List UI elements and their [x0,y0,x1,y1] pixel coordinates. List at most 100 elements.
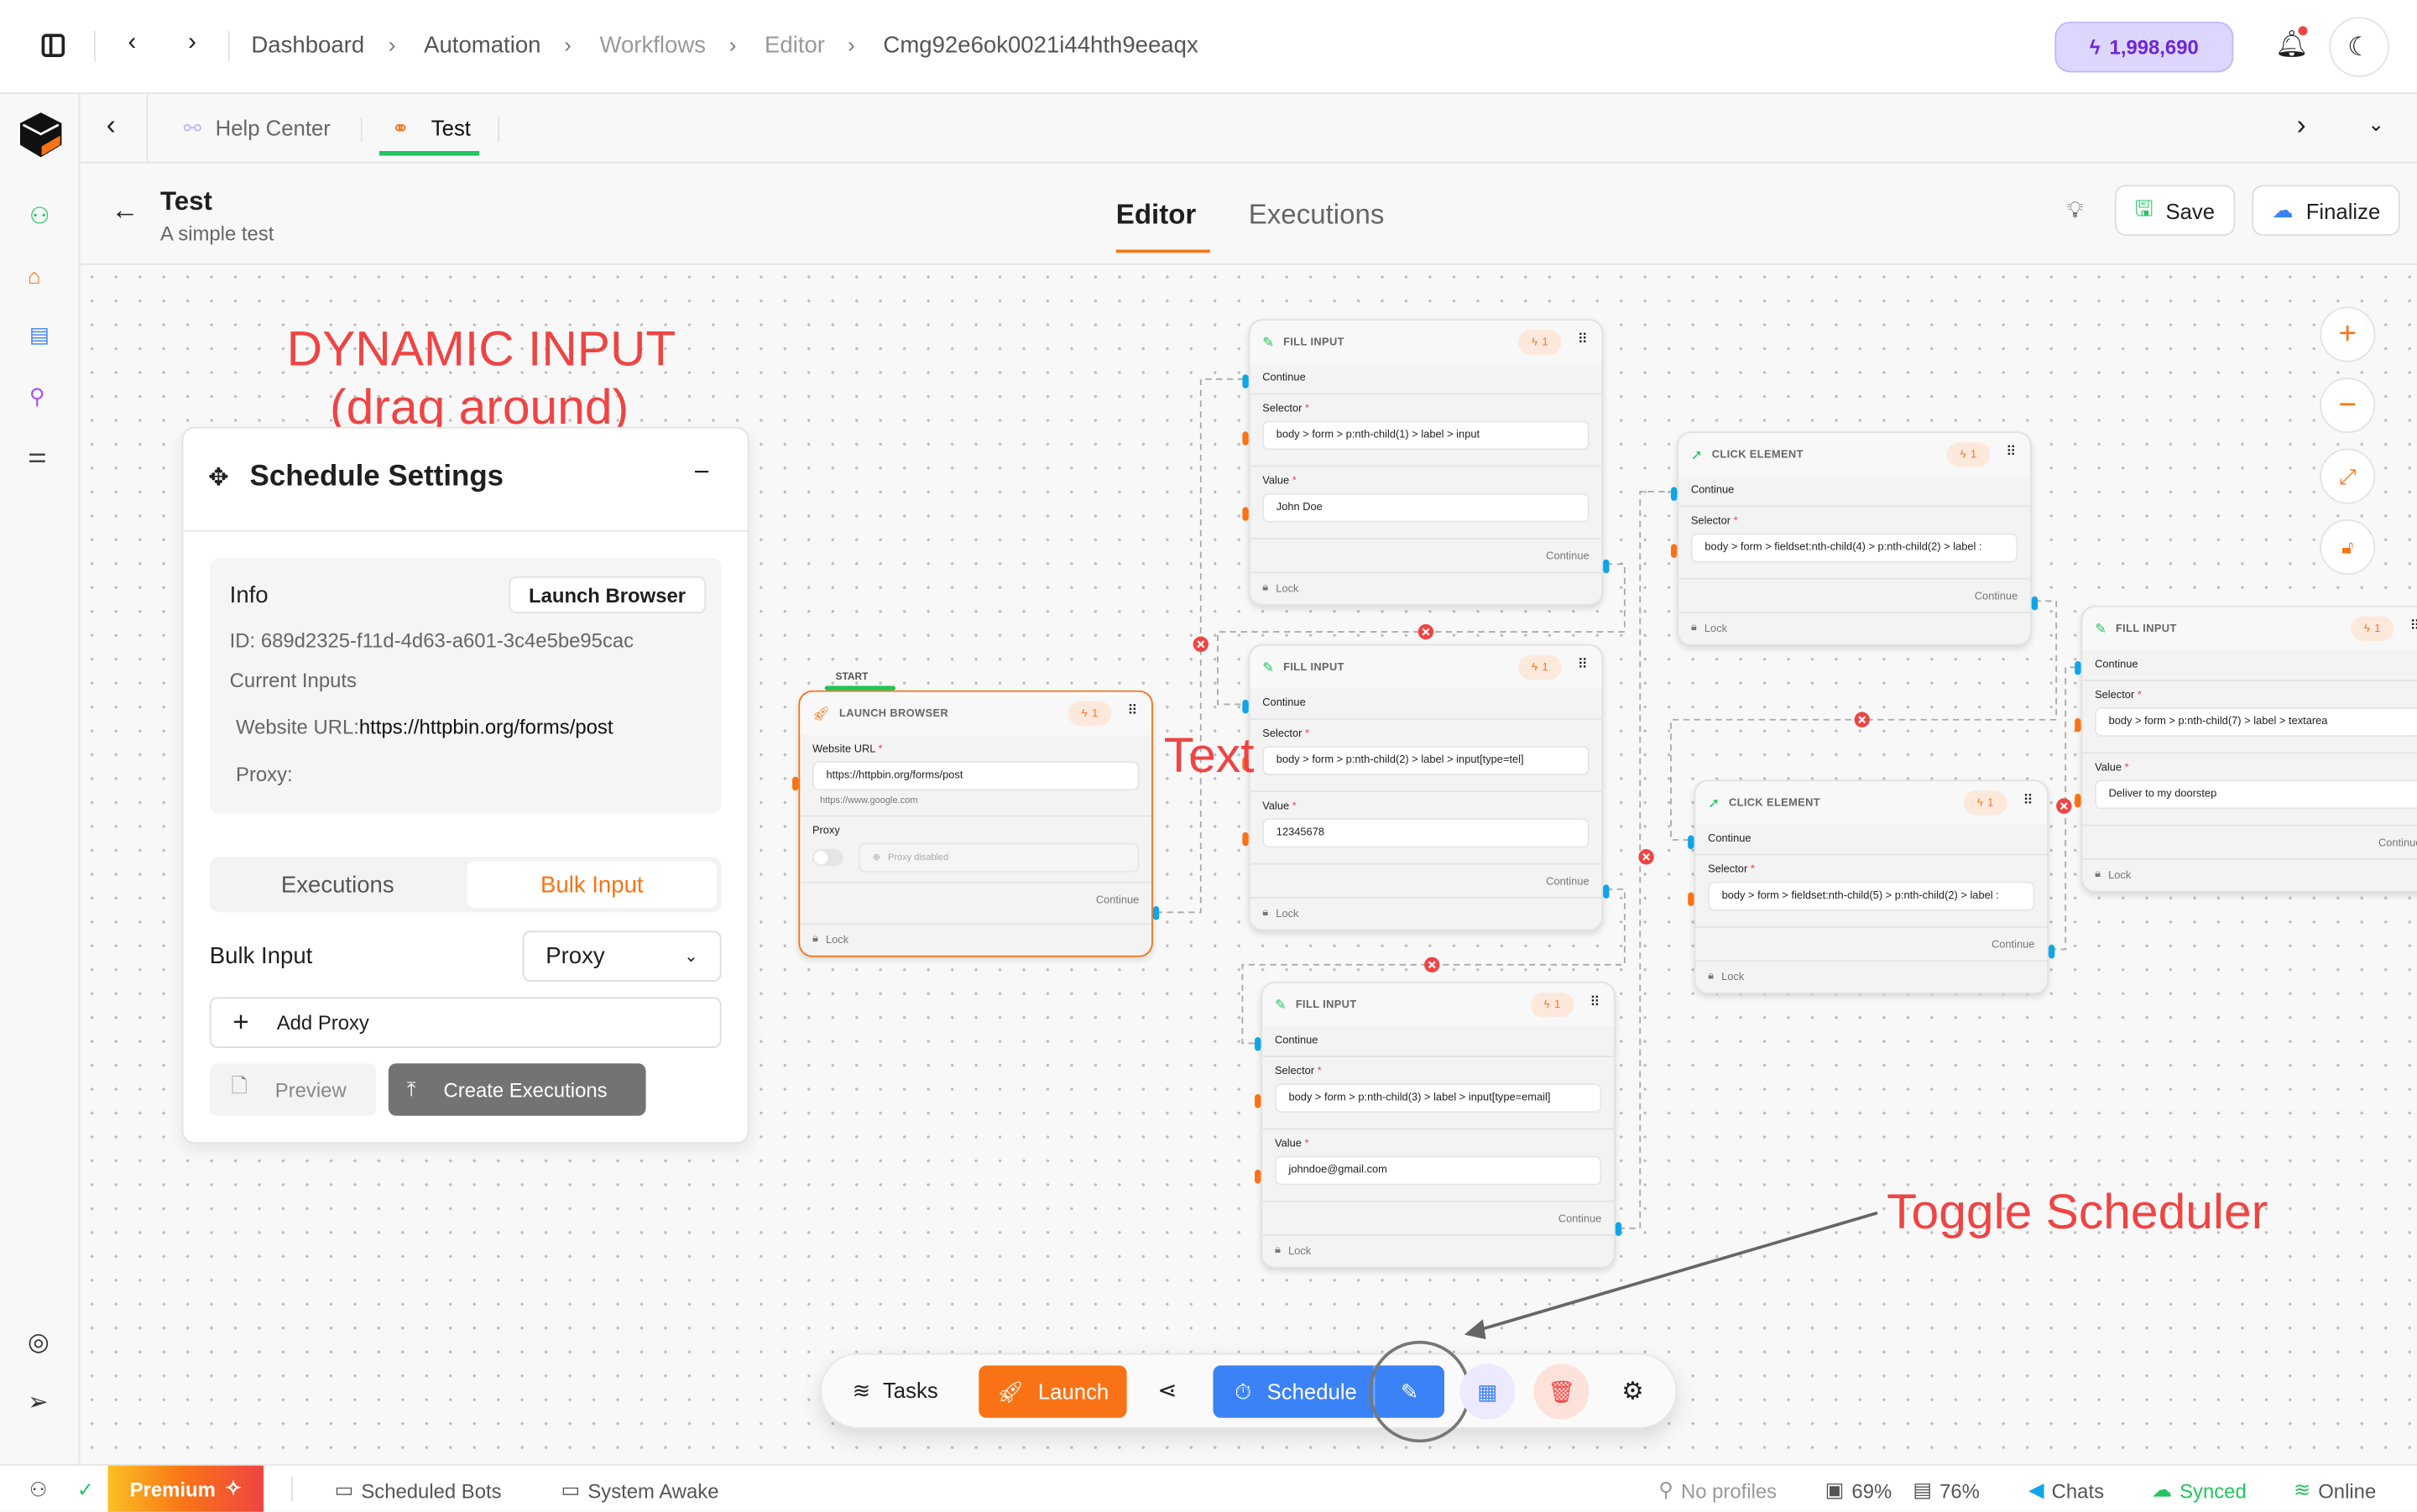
drag-handle-icon[interactable]: ⠿ [2410,618,2417,633]
output-handle[interactable] [1152,905,1160,920]
input-handle[interactable] [1242,374,1249,388]
breadcrumb-dashboard[interactable]: Dashboard [251,32,365,59]
trash-icon[interactable]: 🗑︎ [1533,1363,1590,1420]
settings-gear-icon[interactable]: ⚙ [1621,1379,1644,1406]
chevron-down-icon[interactable]: ⌄ [2367,112,2385,136]
lock-toggle[interactable]: 🔒︎Lock [1678,612,2030,644]
create-executions-button[interactable]: ⤒Create Executions [388,1063,646,1116]
premium-badge[interactable]: Premium✧ [107,1465,264,1512]
schedule-settings-panel[interactable]: ✥ Schedule Settings − Info Launch Browse… [181,426,749,1144]
value-input[interactable]: 12345678 [1262,818,1590,848]
input-handle[interactable] [792,776,799,791]
lightbulb-icon[interactable]: 💡︎ [2067,197,2084,224]
proxy-toggle[interactable] [812,849,843,867]
value-input[interactable]: johndoe@gmail.com [1274,1155,1602,1186]
zoom-out-icon[interactable]: − [2320,377,2376,434]
launch-browser-button[interactable]: Launch Browser [509,576,706,614]
document-icon[interactable]: ▤ [29,321,50,347]
input-handle[interactable] [1255,1037,1261,1051]
system-awake[interactable]: ▭System Awake [561,1478,719,1502]
table-icon[interactable]: ▦ [1459,1363,1516,1420]
bulk-input-select[interactable]: Proxy⌄ [522,931,722,982]
scroll-right-icon[interactable]: › [2296,109,2306,141]
sidebar-toggle-icon[interactable] [41,34,65,57]
output-handle[interactable] [1603,559,1610,574]
selector-handle[interactable] [1242,756,1249,771]
breadcrumb-automation[interactable]: Automation [424,32,541,59]
drag-handle-icon[interactable]: ⠿ [1127,702,1138,718]
drag-handle-icon[interactable]: ⠿ [2006,443,2017,460]
tasks-button[interactable]: ≋Tasks [853,1378,938,1404]
tab-bulk-input[interactable]: Bulk Input [467,861,718,908]
back-icon[interactable]: ‹ [128,29,137,56]
drag-handle-icon[interactable]: ⠿ [2023,792,2033,808]
chats[interactable]: ◀Chats [2028,1478,2104,1502]
tab-editor[interactable]: Editor [1115,198,1197,230]
selector-input[interactable]: body > form > p:nth-child(7) > label > t… [2095,707,2417,737]
selector-input[interactable]: body > form > p:nth-child(2) > label > i… [1262,745,1590,775]
lock-toggle[interactable]: 🔒︎Lock [1250,571,1602,604]
selector-input[interactable]: body > form > fieldset:nth-child(4) > p:… [1690,533,2018,563]
user-icon[interactable]: ⚇ [29,203,50,230]
breadcrumb-workflows[interactable]: Workflows [599,32,707,59]
value-handle[interactable] [2075,793,2081,808]
output-handle[interactable] [2031,596,2039,611]
save-button[interactable]: 🖫Save [2114,185,2235,237]
bot-icon[interactable]: ⌂ [28,263,41,289]
value-input[interactable]: Deliver to my doorstep [2095,779,2417,810]
lock-toggle[interactable]: 🔒︎Lock [800,923,1152,956]
finalize-button[interactable]: ☁Finalize [2252,185,2401,237]
output-handle[interactable] [2048,944,2055,959]
collapse-tabs-icon[interactable]: ‹ [106,109,116,141]
zoom-in-icon[interactable]: + [2320,306,2376,362]
no-profiles[interactable]: ⚲No profiles [1658,1478,1777,1502]
website-url-input[interactable]: https://httpbin.org/forms/post [812,761,1140,791]
preview-button[interactable]: 🗋Preview [209,1063,377,1116]
unlock-icon[interactable]: 🔓︎ [2320,519,2376,576]
breadcrumb-editor[interactable]: Editor [765,32,825,59]
sliders-icon[interactable]: ⚌ [28,442,48,467]
selector-input[interactable]: body > form > p:nth-child(1) > label > i… [1262,420,1590,451]
lock-toggle[interactable]: 🔒︎Lock [1262,1234,1615,1267]
send-icon[interactable]: ➢ [28,1389,49,1416]
share-icon[interactable]: ⋖ [1157,1378,1177,1405]
lock-toggle[interactable]: 🔒︎Lock [1695,960,2048,993]
input-handle[interactable] [2075,660,2081,675]
proxy-input[interactable]: ⊕Proxy disabled [859,842,1140,873]
launch-button[interactable]: 🚀︎Launch [979,1365,1127,1418]
value-input[interactable]: John Doe [1262,493,1590,523]
value-handle[interactable] [1255,1170,1261,1184]
fit-view-icon[interactable]: ⤢ [2320,448,2376,504]
selector-input[interactable]: body > form > fieldset:nth-child(5) > p:… [1708,881,2035,911]
synced[interactable]: ☁Synced [2152,1478,2247,1502]
drag-handle-icon[interactable]: ⠿ [1590,993,1600,1010]
output-handle[interactable] [1603,884,1610,899]
scheduled-bots[interactable]: ▭Scheduled Bots [335,1478,502,1502]
signal-icon[interactable]: ⚲ [29,383,45,409]
lock-toggle[interactable]: 🔒︎Lock [2082,858,2417,891]
value-handle[interactable] [1242,507,1249,521]
selector-handle[interactable] [1242,431,1249,446]
drag-handle-icon[interactable]: ⠿ [1577,656,1588,672]
minimize-icon[interactable]: − [693,456,710,487]
